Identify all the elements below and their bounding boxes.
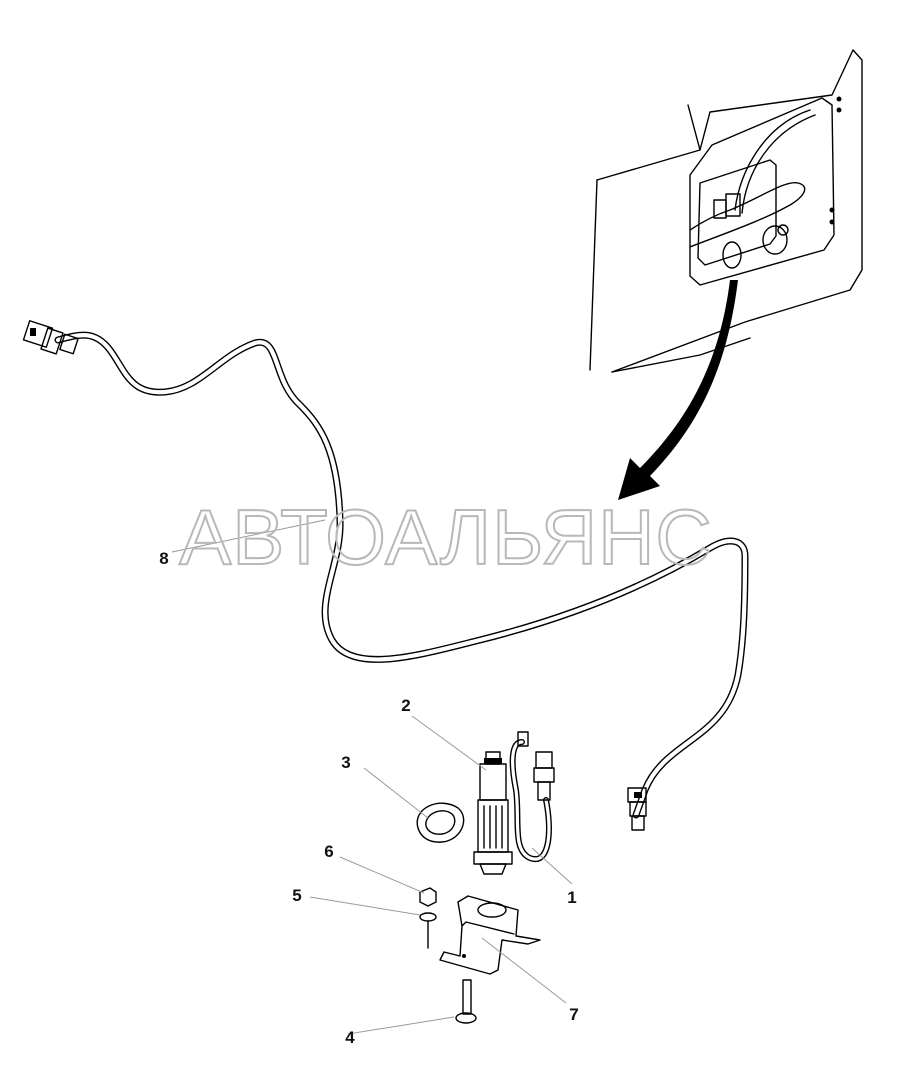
- callout-8: 8: [159, 549, 168, 568]
- callout-4: 4: [345, 1028, 355, 1047]
- callout-1: 1: [567, 888, 576, 907]
- watermark: АВТОАЛЬЯНС: [179, 493, 713, 581]
- callout-6: 6: [324, 842, 333, 861]
- nut: [419, 887, 437, 907]
- callout-5: 5: [292, 886, 301, 905]
- washer: [419, 912, 437, 949]
- sensor-cable: [509, 731, 555, 863]
- seal-ring: [416, 802, 465, 843]
- leader-lines: [171, 519, 573, 1035]
- sensor: [473, 751, 513, 875]
- cab-panel: [589, 49, 863, 373]
- callout-3: 3: [341, 753, 350, 772]
- callout-2: 2: [401, 696, 410, 715]
- callout-7: 7: [569, 1005, 578, 1024]
- bolt: [455, 979, 477, 1024]
- harness-connector-left: [22, 320, 79, 355]
- bracket: [439, 895, 541, 975]
- location-arrow: [618, 280, 738, 500]
- wiring-harness: [22, 320, 749, 831]
- harness-connector-right: [627, 787, 647, 831]
